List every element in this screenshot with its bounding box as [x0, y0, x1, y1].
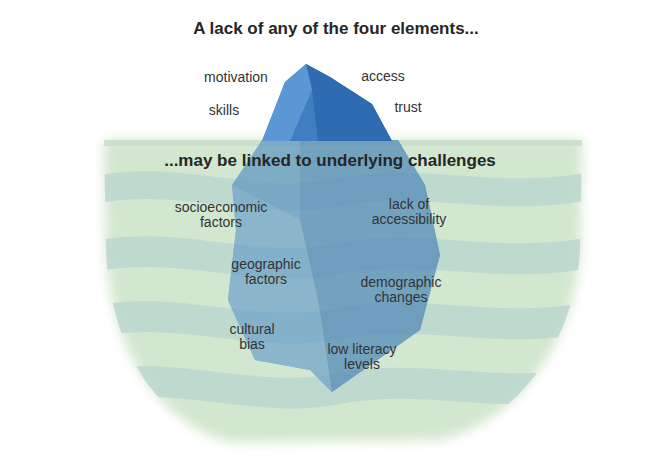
- challenge-label: cultural bias: [217, 322, 287, 353]
- element-label: access: [361, 69, 405, 84]
- challenge-label: low literacy levels: [317, 342, 407, 373]
- challenge-label: socioeconomic factors: [166, 200, 276, 231]
- challenge-label: geographic factors: [221, 257, 311, 288]
- subheading: ...may be linked to underlying challenge…: [164, 152, 496, 171]
- diagram-title: A lack of any of the four elements...: [193, 20, 479, 39]
- element-label: skills: [209, 103, 239, 118]
- element-label: trust: [394, 100, 421, 115]
- water: [100, 140, 590, 442]
- challenge-label: lack of accessibility: [359, 197, 459, 228]
- challenge-label: demographic changes: [351, 275, 451, 306]
- element-label: motivation: [204, 70, 268, 85]
